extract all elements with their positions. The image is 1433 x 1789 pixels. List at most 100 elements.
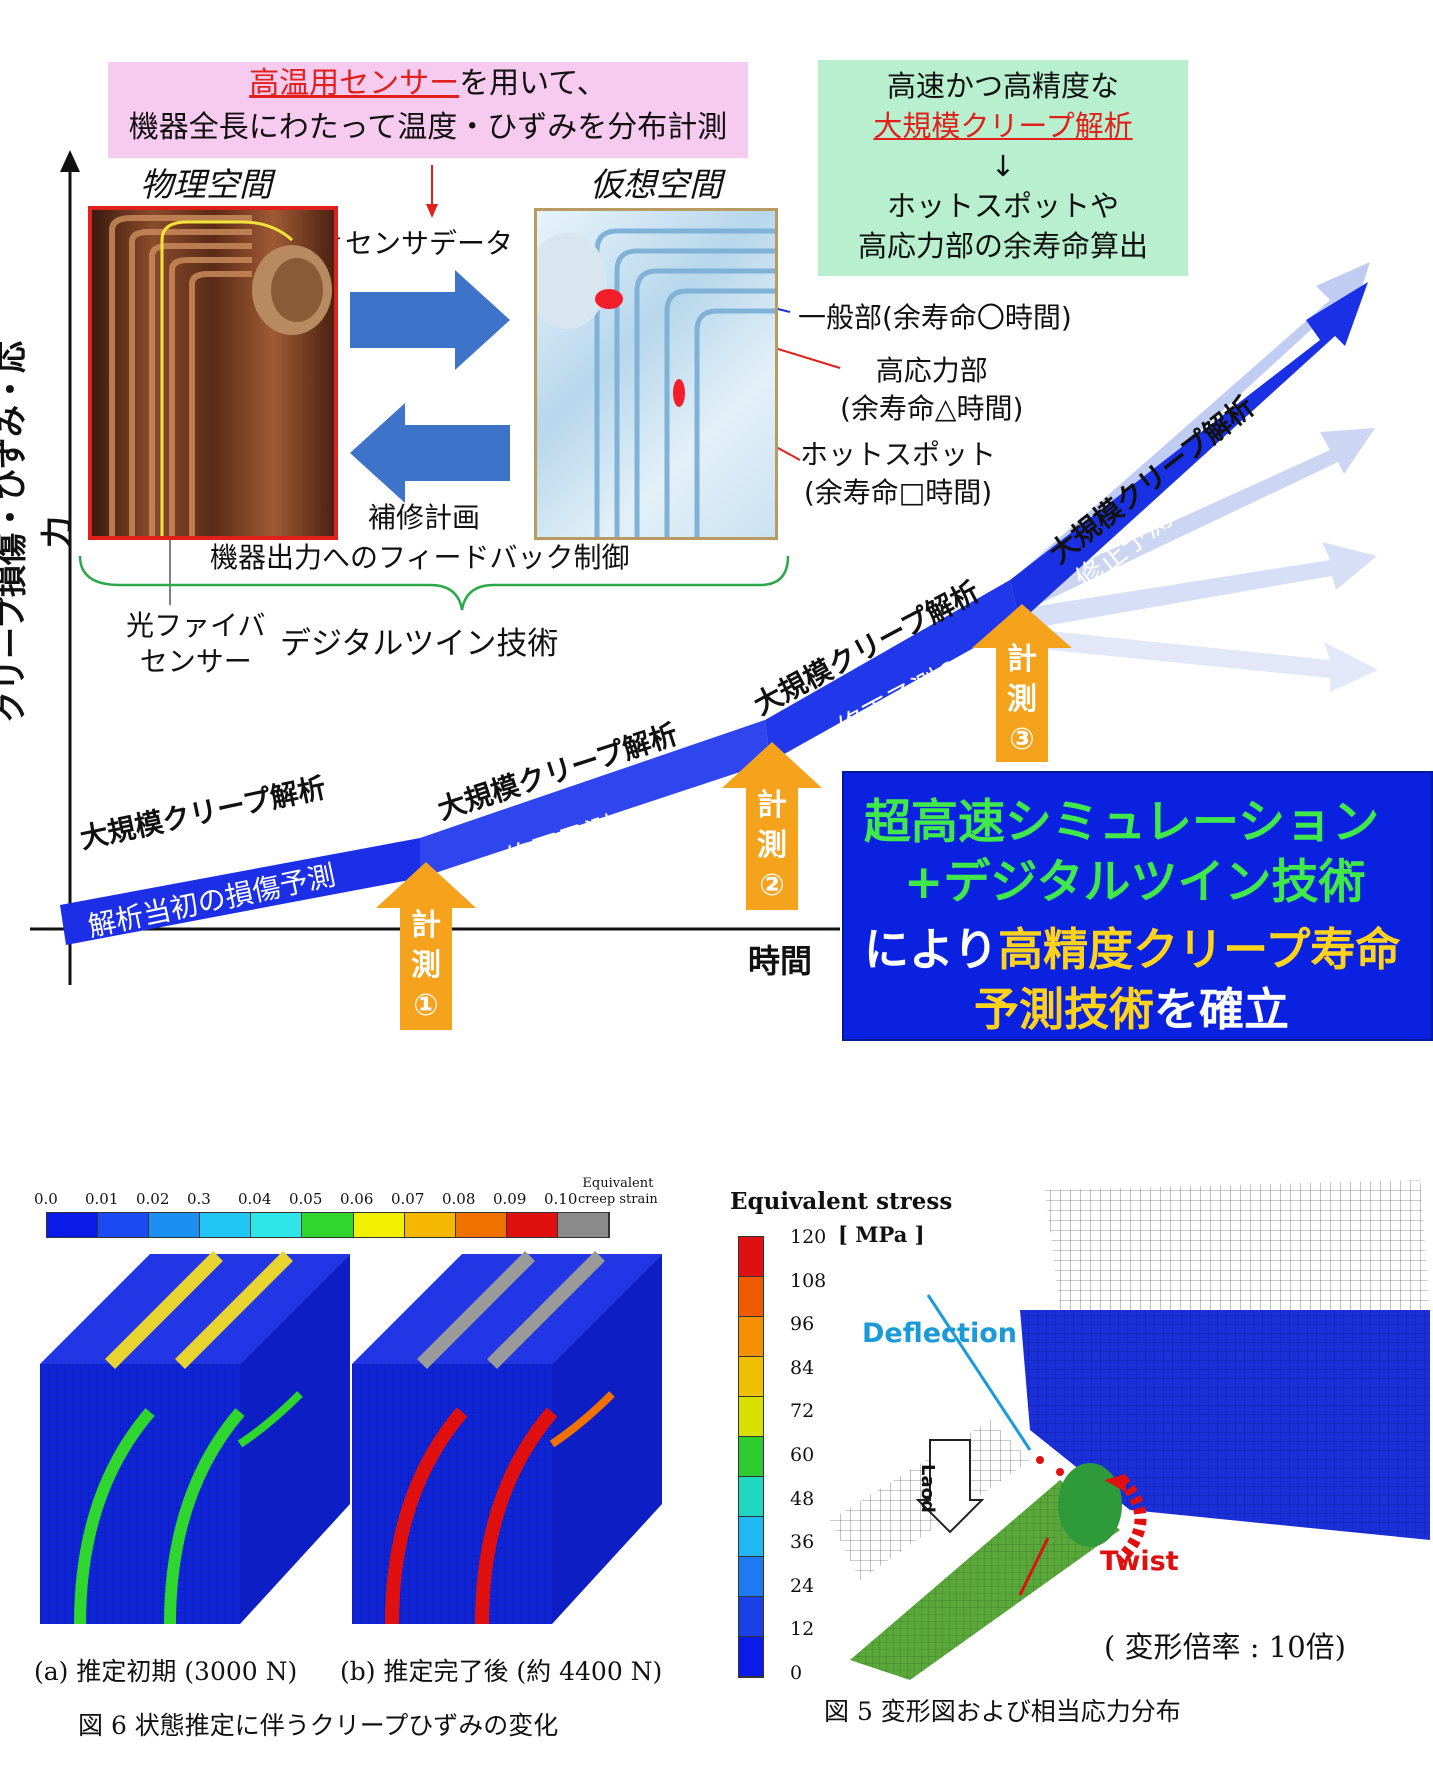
fig5-tick-label: 96 (790, 1313, 815, 1336)
hotspot-label: ホットスポット (余寿命□時間) (800, 436, 996, 512)
twist-label: Twist (1100, 1546, 1179, 1577)
twist-arrow (1115, 1475, 1147, 1565)
load-arrow (915, 1439, 985, 1534)
virtual-model (527, 208, 778, 540)
fig6-tick-label: 0.10 (544, 1190, 578, 1208)
pipe-illustration (109, 215, 332, 536)
fig6-colorbar-segment (557, 1213, 610, 1237)
sensor-callout-pointer-head (426, 204, 438, 218)
fig6-tick-label: 0.05 (289, 1190, 323, 1208)
fig5-tick-label: 24 (790, 1574, 815, 1597)
fig5-caption: 図 5 変形図および相当応力分布 (824, 1697, 1181, 1726)
fig6-colorbar (46, 1212, 610, 1238)
high-stress-line2: (余寿命△時間) (840, 392, 1024, 425)
measure-label-3: 計 測 ③ (1000, 640, 1044, 760)
general-part-label: 一般部(余寿命〇時間) (798, 301, 1072, 334)
fig5-tick-label: 72 (790, 1400, 815, 1423)
fan-arrow-4 (1000, 626, 1378, 692)
physical-photo (88, 206, 338, 540)
analysis-line3: ホットスポットや (886, 189, 1119, 223)
measure-3-char1: 計 (1007, 642, 1037, 677)
sensor-line1-rest: を用いて、 (459, 66, 607, 101)
sensor-highlight: 高温用センサー (249, 66, 460, 101)
analysis-arrow: ↓ (990, 149, 1016, 183)
fig6-tick-label: 0.02 (136, 1190, 170, 1208)
fig6-caption: 図 6 状態推定に伴うクリープひずみの変化 (78, 1711, 559, 1740)
sensor-callout: 高温用センサーを用いて、 機器全長にわたって温度・ひずみを分布計測 (108, 62, 748, 158)
x-axis-label: 時間 (748, 942, 813, 980)
feedback-label: 機器出力へのフィードバック制御 (210, 541, 630, 574)
fig6-panel-a (40, 1251, 350, 1625)
fig5-scale-note: ( 変形倍率 : 10倍) (1104, 1630, 1346, 1664)
fig5-tick-label: 108 (790, 1269, 827, 1292)
measure-3-char2: 測 (1007, 682, 1037, 717)
measure-1-num: ① (413, 988, 439, 1023)
band-segment-initial (60, 838, 420, 945)
fig6-colorbar-segment (200, 1213, 252, 1237)
fig5-colorbar-segment (739, 1517, 763, 1557)
fig6-legend-title: Equivalent creep strain (578, 1176, 658, 1208)
deflection-label: Deflection (862, 1318, 1017, 1349)
measure-1-char2: 測 (411, 948, 441, 983)
twist-pointer (1018, 1537, 1050, 1596)
measure-arrow-3 (972, 604, 1072, 762)
fig5-green-rod (850, 1480, 1120, 1680)
fig6-tick-label: 0.07 (391, 1190, 425, 1208)
fig6-colorbar-segment (455, 1213, 507, 1237)
sensor-data-arrow (350, 270, 510, 370)
virtual-pipe-illustration (527, 228, 775, 537)
y-axis-label: クリープ損傷・ひずみ・応力 (0, 340, 76, 724)
fig5-tick-label: 0 (790, 1662, 803, 1684)
summary-line3-b: 高精度クリープ寿命 (998, 923, 1401, 976)
summary-line3: により高精度クリープ寿命 (864, 913, 1400, 978)
fan-arrow-2 (1000, 428, 1375, 618)
band-segment-corr3 (1010, 282, 1368, 622)
virtual-space-title: 仮想空間 (590, 165, 722, 204)
fan-arrow-3 (1000, 542, 1377, 632)
fig5-colorbar-segment (739, 1357, 763, 1397)
fiber-sensor-label: 光ファイバ センサー (126, 608, 265, 680)
analysis-line1: 高速かつ高精度な (886, 69, 1119, 103)
fig6-colorbar-segment (302, 1213, 354, 1237)
hotspot-spot (673, 379, 685, 407)
measure-2-char2: 測 (757, 828, 787, 863)
fig6-colorbar-segment (98, 1213, 150, 1237)
fig6-legend-title-2: creep strain (578, 1192, 658, 1207)
hotspot-line2: (余寿命□時間) (803, 476, 993, 509)
fig6-legend-title-1: Equivalent (582, 1176, 654, 1191)
fig6-colorbar-segment (47, 1213, 99, 1237)
y-axis-arrowhead (60, 150, 80, 172)
summary-line4: 予測技術を確立 (974, 973, 1289, 1038)
fig5-unit: [ MPa ] (838, 1222, 925, 1247)
fig6-colorbar-segment (149, 1213, 201, 1237)
measure-label-2: 計 測 ② (750, 786, 794, 906)
fig6-tick-label: 0.3 (187, 1190, 211, 1208)
fig5-tick-label: 120 (790, 1226, 827, 1248)
fig6-panel-b (352, 1251, 662, 1625)
twist-arrowhead (1104, 1474, 1126, 1492)
fig6-label-a: (a) 推定初期 (3000 N) (34, 1657, 298, 1686)
fig5-marker-2 (1056, 1468, 1064, 1476)
measure-arrow-2 (722, 742, 822, 910)
measure-2-num: ② (759, 868, 785, 903)
fig6-tick-label: 0.08 (442, 1190, 476, 1208)
summary-line4-a: 予測技術 (974, 983, 1155, 1036)
fig5-colorbar-segment (739, 1277, 763, 1317)
fig5-colorbar-segment (739, 1597, 763, 1637)
fig5-colorbar-segment (739, 1237, 763, 1277)
fig5-tick-label: 12 (790, 1618, 815, 1641)
fiber-line1: 光ファイバ (126, 609, 266, 642)
fig5-colorbar (738, 1236, 764, 1678)
fig5-colorbar-segment (739, 1437, 763, 1477)
high-stress-line1: 高応力部 (875, 354, 988, 387)
axes (30, 150, 1378, 1030)
fig6-colorbar-segment (251, 1213, 303, 1237)
digital-twin-label: デジタルツイン技術 (280, 626, 559, 662)
fig6-tick-label: 0.06 (340, 1190, 374, 1208)
summary-line1: 超高速シミュレーション (864, 795, 1380, 850)
measure-label-1: 計 測 ① (404, 906, 448, 1026)
fig5-tick-label: 84 (790, 1356, 815, 1379)
summary-box: 超高速シミュレーション +デジタルツイン技術 により高精度クリープ寿命 予測技術… (842, 771, 1433, 1041)
fig6-tick-label: 0.04 (238, 1190, 272, 1208)
measure-arrow-1 (376, 862, 476, 1030)
